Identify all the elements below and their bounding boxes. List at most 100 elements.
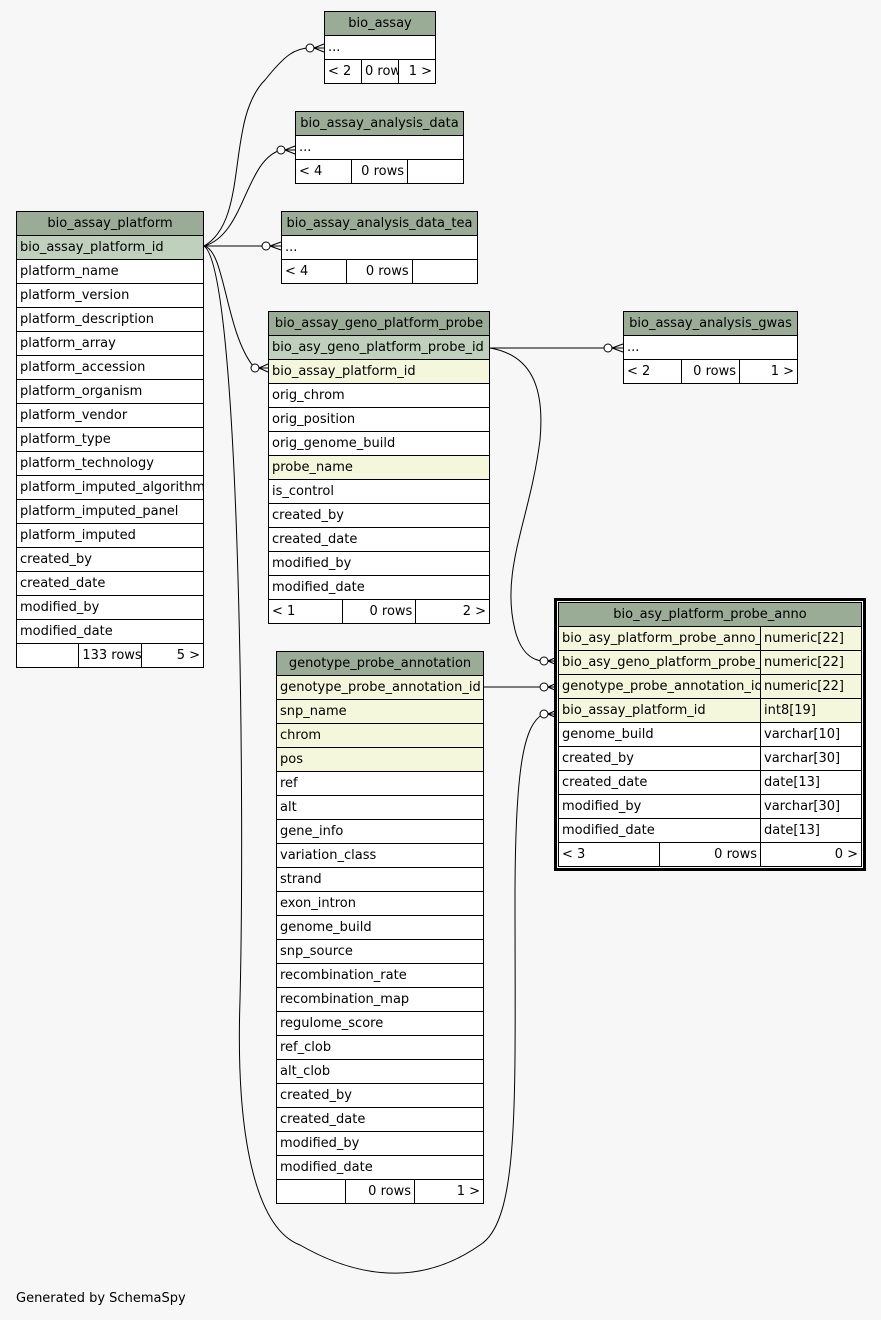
- column-row[interactable]: platform_name: [16, 259, 204, 284]
- column-row[interactable]: platform_accession: [16, 355, 204, 380]
- column-row[interactable]: created_date: [276, 1107, 484, 1132]
- column-name[interactable]: created_date: [268, 527, 490, 552]
- column-name[interactable]: platform_version: [16, 283, 204, 308]
- children-link[interactable]: 5 >: [140, 643, 205, 668]
- column-name[interactable]: modified_by: [276, 1131, 484, 1156]
- column-name[interactable]: bio_asy_platform_probe_anno_id: [558, 626, 761, 651]
- parents-link[interactable]: < 1: [268, 599, 343, 624]
- column-row[interactable]: snp_source: [276, 939, 484, 964]
- column-row[interactable]: platform_organism: [16, 379, 204, 404]
- column-name[interactable]: alt_clob: [276, 1059, 484, 1084]
- column-row[interactable]: platform_imputed: [16, 523, 204, 548]
- column-row[interactable]: platform_imputed_algorithm: [16, 475, 204, 500]
- column-name[interactable]: ...: [623, 335, 798, 360]
- column-row[interactable]: alt: [276, 795, 484, 820]
- column-name[interactable]: orig_position: [268, 407, 490, 432]
- column-row[interactable]: modified_date: [268, 575, 490, 600]
- parents-link[interactable]: [276, 1179, 346, 1204]
- column-row[interactable]: exon_intron: [276, 891, 484, 916]
- children-link[interactable]: 2 >: [415, 599, 490, 624]
- column-row[interactable]: regulome_score: [276, 1011, 484, 1036]
- children-link[interactable]: [411, 259, 479, 284]
- table-title[interactable]: genotype_probe_annotation: [276, 651, 484, 676]
- column-name[interactable]: modified_date: [16, 619, 204, 644]
- column-row[interactable]: recombination_rate: [276, 963, 484, 988]
- column-row[interactable]: is_control: [268, 479, 490, 504]
- column-name[interactable]: exon_intron: [276, 891, 484, 916]
- column-name[interactable]: platform_imputed: [16, 523, 204, 548]
- column-row[interactable]: pos: [276, 747, 484, 772]
- children-link[interactable]: 0 >: [760, 842, 862, 867]
- column-name[interactable]: modified_by: [558, 794, 761, 819]
- parents-link[interactable]: < 4: [280, 259, 348, 284]
- column-name[interactable]: platform_array: [16, 331, 204, 356]
- column-name[interactable]: pos: [276, 747, 484, 772]
- column-name[interactable]: ref_clob: [276, 1035, 484, 1060]
- column-name[interactable]: regulome_score: [276, 1011, 484, 1036]
- column-row[interactable]: probe_name: [268, 455, 490, 480]
- column-row[interactable]: bio_assay_platform_id: [268, 359, 490, 384]
- column-name[interactable]: created_by: [276, 1083, 484, 1108]
- children-link[interactable]: 1 >: [414, 1179, 484, 1204]
- parents-link[interactable]: < 2: [324, 59, 362, 84]
- column-row[interactable]: chrom: [276, 723, 484, 748]
- column-row[interactable]: genotype_probe_annotation_id: [276, 675, 484, 700]
- column-name[interactable]: modified_by: [16, 595, 204, 620]
- column-row[interactable]: ref: [276, 771, 484, 796]
- column-name[interactable]: created_date: [276, 1107, 484, 1132]
- column-name[interactable]: ...: [281, 235, 478, 260]
- column-row[interactable]: modified_by: [276, 1131, 484, 1156]
- parents-link[interactable]: < 3: [558, 842, 660, 867]
- column-row[interactable]: platform_description: [16, 307, 204, 332]
- column-name[interactable]: gene_info: [276, 819, 484, 844]
- column-row[interactable]: variation_class: [276, 843, 484, 868]
- column-row[interactable]: alt_clob: [276, 1059, 484, 1084]
- column-name[interactable]: platform_name: [16, 259, 204, 284]
- column-name[interactable]: strand: [276, 867, 484, 892]
- column-name[interactable]: platform_type: [16, 427, 204, 452]
- table-title[interactable]: bio_assay_analysis_gwas: [623, 311, 798, 336]
- table-title[interactable]: bio_assay: [324, 11, 436, 36]
- column-row[interactable]: bio_asy_geno_platform_probe_id: [268, 335, 490, 360]
- column-row[interactable]: snp_name: [276, 699, 484, 724]
- column-row[interactable]: created_date: [16, 571, 204, 596]
- column-row[interactable]: ...: [281, 235, 478, 260]
- table-title[interactable]: bio_assay_platform: [16, 211, 204, 236]
- column-name[interactable]: created_by: [16, 547, 204, 572]
- column-name[interactable]: orig_genome_build: [268, 431, 490, 456]
- column-row[interactable]: created_by: [16, 547, 204, 572]
- column-row[interactable]: created_by: [268, 503, 490, 528]
- column-row[interactable]: ...: [324, 35, 436, 60]
- parents-link[interactable]: [15, 643, 80, 668]
- column-name[interactable]: variation_class: [276, 843, 484, 868]
- column-row[interactable]: bio_assay_platform_id: [16, 235, 204, 260]
- column-name[interactable]: created_by: [268, 503, 490, 528]
- column-name[interactable]: platform_organism: [16, 379, 204, 404]
- column-row[interactable]: modified_date: [16, 619, 204, 644]
- column-row[interactable]: ...: [623, 335, 798, 360]
- column-row[interactable]: recombination_map: [276, 987, 484, 1012]
- column-name[interactable]: modified_by: [268, 551, 490, 576]
- column-name[interactable]: is_control: [268, 479, 490, 504]
- parents-link[interactable]: < 2: [623, 359, 682, 384]
- column-row[interactable]: modified_by: [16, 595, 204, 620]
- column-row[interactable]: modified_by: [268, 551, 490, 576]
- column-name[interactable]: chrom: [276, 723, 484, 748]
- column-name[interactable]: snp_source: [276, 939, 484, 964]
- column-name[interactable]: bio_assay_platform_id: [558, 698, 761, 723]
